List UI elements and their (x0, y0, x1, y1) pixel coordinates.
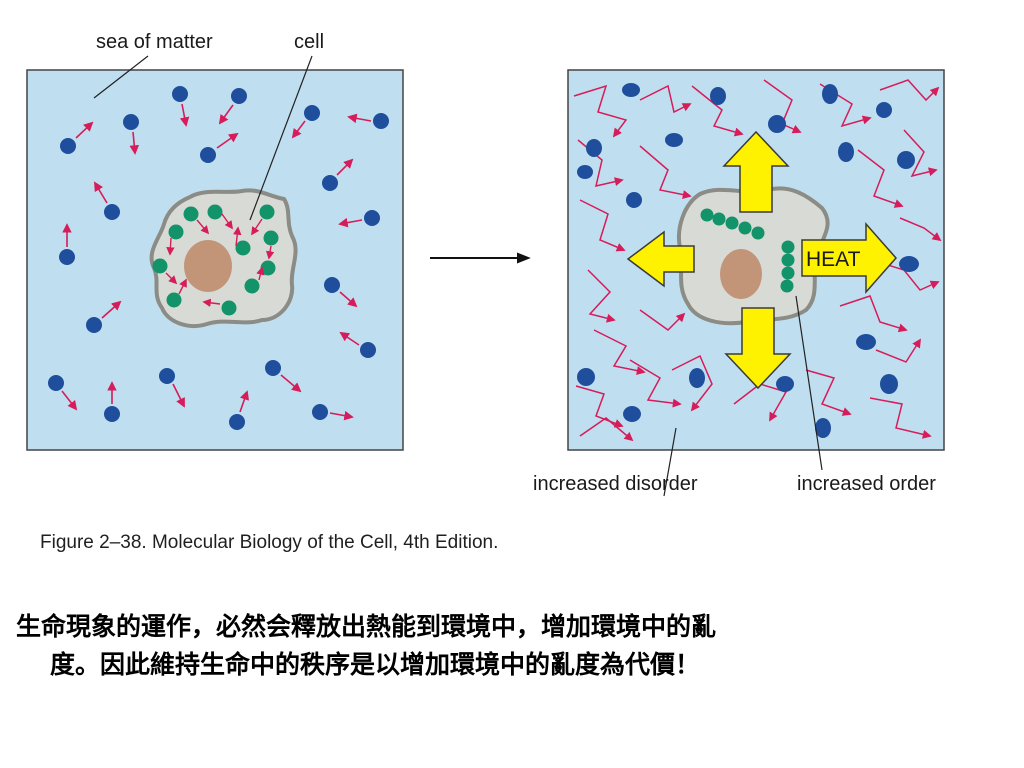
molecule (665, 133, 683, 147)
molecule (48, 375, 64, 391)
entropy-diagram: sea of matter cell (26, 31, 945, 497)
leader-increased-disorder (663, 427, 677, 497)
molecule (710, 87, 726, 105)
molecule (626, 192, 642, 208)
left-labels: sea of matter cell (93, 31, 324, 221)
note-line-2: 度。因此維持生命中的秩序是以增加環境中的亂度為代價！ (50, 650, 701, 679)
nucleus (184, 240, 232, 292)
molecule (123, 114, 139, 130)
heat-arrows (626, 130, 898, 390)
cell-molecule (725, 216, 739, 230)
cell-molecule (751, 226, 765, 240)
molecule (104, 204, 120, 220)
molecule (623, 406, 641, 422)
molecule (231, 88, 247, 104)
molecule (172, 86, 188, 102)
molecule (60, 138, 76, 154)
molecule (689, 368, 705, 388)
cell-molecule (259, 204, 275, 220)
cell-molecule (221, 300, 237, 316)
leader-sea-of-matter (93, 55, 149, 99)
label-cell: cell (294, 31, 324, 53)
molecule (364, 210, 380, 226)
molecule (322, 175, 338, 191)
nucleus (720, 249, 762, 299)
ordered-molecule-chain-2 (780, 240, 795, 293)
ordered-molecule-chain-1 (700, 208, 765, 240)
label-sea-of-matter: sea of matter (96, 31, 213, 53)
label-increased-order: increased order (797, 473, 936, 495)
molecule (312, 404, 328, 420)
molecule (304, 105, 320, 121)
molecule (373, 113, 389, 129)
molecule (768, 115, 786, 133)
label-increased-disorder: increased disorder (533, 473, 698, 495)
molecule (360, 342, 376, 358)
cell-molecule (781, 266, 795, 280)
cell-molecule (260, 260, 276, 276)
leader-increased-order (795, 295, 823, 471)
molecule (200, 147, 216, 163)
molecule (59, 249, 75, 265)
cell-molecule (244, 278, 260, 294)
molecule (899, 256, 919, 272)
cell-molecule (738, 221, 752, 235)
heat-label: HEAT (806, 248, 861, 271)
cell-molecule (263, 230, 279, 246)
cell-molecule (712, 212, 726, 226)
cell-molecule (207, 204, 223, 220)
molecule (856, 334, 876, 350)
cell-molecule (235, 240, 251, 256)
heat-arrow-down (724, 307, 792, 390)
molecule (159, 368, 175, 384)
left-panel: sea of matter cell (26, 31, 404, 451)
right-panel: HEAT increased disorder increased order (533, 69, 945, 497)
molecule (838, 142, 854, 162)
molecule (577, 368, 595, 386)
cell-molecule (781, 253, 795, 267)
cell-molecule (700, 208, 714, 222)
molecule (880, 374, 898, 394)
cell-molecule (780, 279, 794, 293)
molecule (577, 165, 593, 179)
cell-molecule (152, 258, 168, 274)
note-line-1: 生命現象的運作，必然会釋放出熱能到環境中，增加環境中的亂 (16, 612, 717, 641)
molecule (815, 418, 831, 438)
molecule (324, 277, 340, 293)
molecule (876, 102, 892, 118)
molecule (86, 317, 102, 333)
molecule (104, 406, 120, 422)
cell-molecule (781, 240, 795, 254)
molecule (622, 83, 640, 97)
heat-arrow-right (801, 222, 898, 294)
cell-ordered (677, 186, 830, 326)
molecule (265, 360, 281, 376)
cell-molecule (183, 206, 199, 222)
molecule (897, 151, 915, 169)
sea-molecules (48, 86, 389, 430)
molecule (822, 84, 838, 104)
heat-arrow-left (626, 230, 695, 288)
explanatory-note: 生命現象的運作，必然会釋放出熱能到環境中，增加環境中的亂 度。因此維持生命中的秩… (16, 608, 1006, 684)
heat-arrow-up (722, 130, 790, 213)
molecule (776, 376, 794, 392)
cell (149, 188, 298, 328)
figure-caption: Figure 2–38. Molecular Biology of the Ce… (40, 532, 499, 553)
molecule (586, 139, 602, 157)
molecule (229, 414, 245, 430)
leader-cell (249, 55, 313, 221)
right-labels: increased disorder increased order (533, 295, 936, 497)
sea-molecules-disordered (577, 83, 919, 438)
cell-molecule (168, 224, 184, 240)
cell-molecule (166, 292, 182, 308)
